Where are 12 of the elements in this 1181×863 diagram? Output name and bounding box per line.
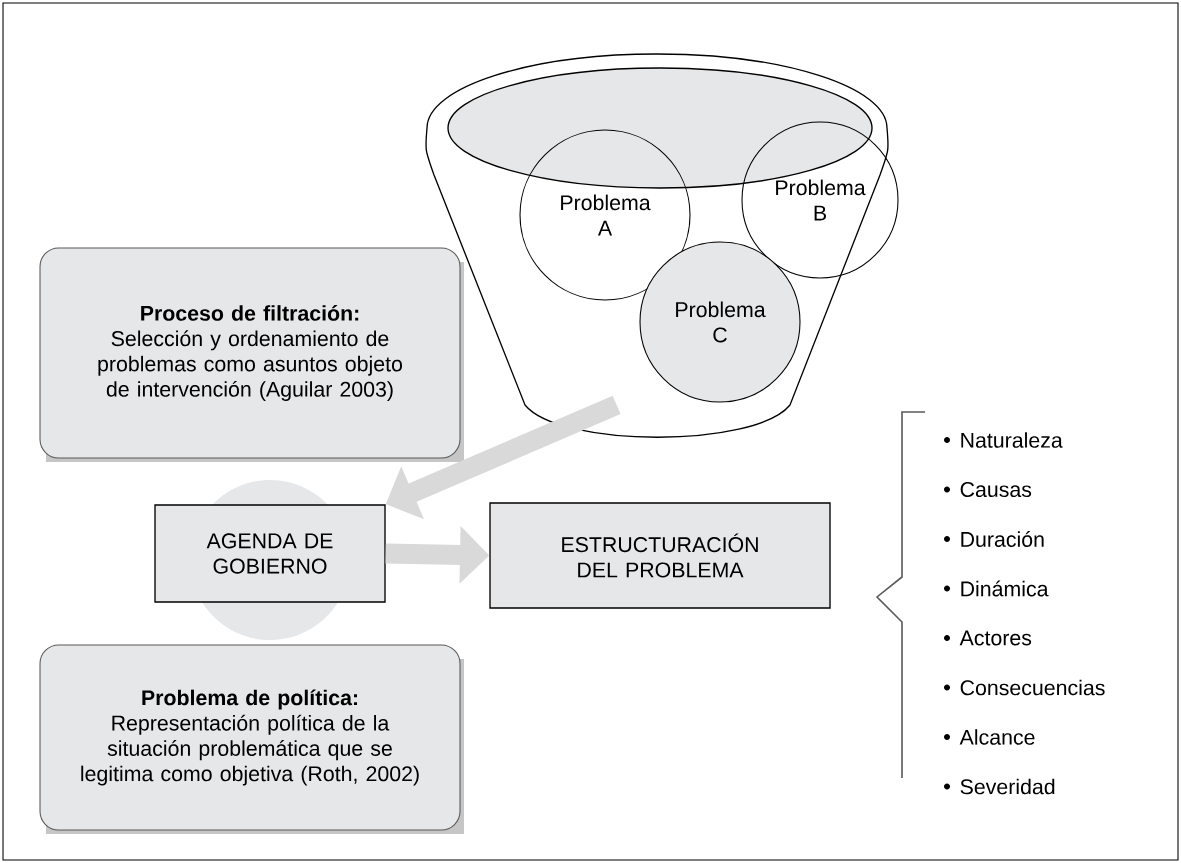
list-item: Consecuencias [960, 679, 1105, 696]
process-box: AGENDA DE GOBIERNO [154, 480, 386, 640]
list-item: Naturaleza [961, 432, 1063, 448]
list-item: Dinámica [961, 580, 1049, 597]
list-item: Duración [961, 531, 1044, 547]
list-item: Causas [960, 481, 1032, 498]
list-item: Severidad [960, 778, 1055, 795]
list-item: Alcance [959, 729, 1035, 745]
process-box: ESTRUCTURACIÓN DEL PROBLEMA [489, 502, 831, 609]
text-box: Problema de política: Representación política de la situación problemática que se legitima como objetiva (Roth, 2002) [39, 644, 464, 834]
text-box: Proceso de filtración: Selección y ordenamiento de problemas como asuntos objeto de intervención (Aguilar 2003) [39, 247, 464, 462]
list-item: Actores [959, 630, 1032, 646]
